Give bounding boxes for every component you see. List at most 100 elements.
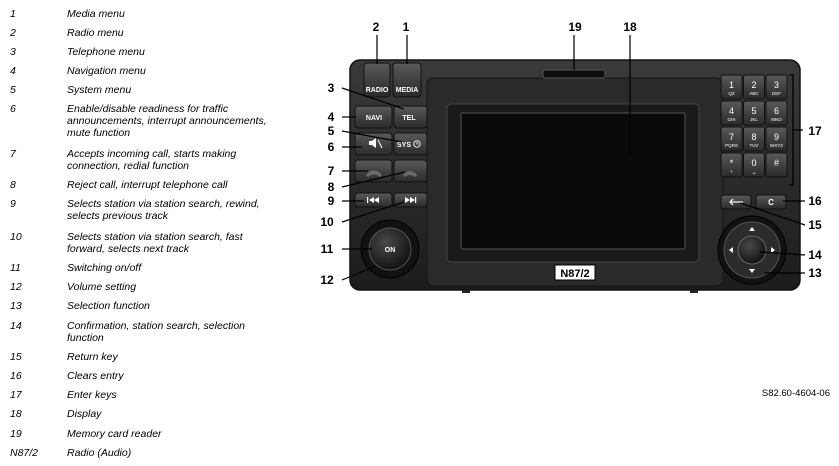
callout-13: 13 [808,266,822,280]
sys-button-label: SYS [397,142,411,149]
keypad-key-digit: 8 [751,132,756,142]
keypad-key-digit: 6 [774,106,779,116]
media-button[interactable]: MEDIA [392,62,422,98]
figure-code: S82.60-4604-06 [761,388,830,399]
legend-number: 16 [10,370,22,382]
arrow-right-icon [771,247,775,253]
keypad-key-digit: * [730,158,734,168]
keypad-key-digit: 4 [729,106,734,116]
keypad-key-letters: ABC [749,91,759,96]
navi-button[interactable]: NAVI [354,105,393,129]
legend-text: Telephone menu [67,46,145,58]
legend-text: Radio (Audio) [67,447,132,459]
legend-number: 17 [10,389,22,401]
phone-accept-button[interactable] [354,159,393,183]
rewind-button[interactable] [354,192,393,208]
keypad-key-letters: PQRS [725,143,738,148]
keypad-key-digit: 7 [729,132,734,142]
keypad-key-letters: DEF [772,91,781,96]
keypad-key-letters: MNO [771,117,782,122]
keypad-key-face [743,126,765,152]
callout-17: 17 [808,124,822,138]
callout-19: 19 [568,20,582,34]
legend-number: 5 [10,84,16,96]
keypad-key-face [743,74,765,100]
housing-foot-left [462,290,470,293]
clear-button-label: C [768,198,774,207]
keypad-key-digit: 3 [774,80,779,90]
sys-button[interactable]: SYS [393,132,428,156]
keypad-key-face [765,126,788,152]
fast-forward-button[interactable] [393,192,428,208]
keypad-key[interactable]: # [765,152,788,178]
radio-button-label: RADIO [366,87,389,94]
legend-number: 12 [10,281,22,293]
keypad-key-face [765,100,788,126]
legend-text: Enter keys [67,389,117,401]
tel-button-label: TEL [402,115,416,122]
callout-18: 18 [623,20,637,34]
legend-number: 8 [10,179,16,191]
on-button-label: ON [385,247,396,254]
radio-button[interactable]: RADIO [363,62,391,98]
callout-3: 3 [328,81,335,95]
callout-12: 12 [320,273,334,287]
legend-text: Selects station via station search, rewi… [67,198,260,222]
callout-10: 10 [320,215,334,229]
legend-number: 4 [10,65,16,77]
legend-text: Selection function [67,300,150,312]
tel-button[interactable]: TEL [393,105,428,129]
callout-14: 14 [808,248,822,262]
confirm-knob[interactable] [737,235,767,265]
keypad-key-digit: 1 [729,80,734,90]
unit-label: N87/2 [560,268,589,280]
arrow-up-icon [749,227,755,231]
keypad-key[interactable]: 1QZ [720,74,743,100]
legend-number: 18 [10,408,22,420]
callout-8: 8 [328,180,335,194]
legend-number: 3 [10,46,16,58]
legend-number: 10 [10,231,22,243]
keypad-key-digit: 0 [751,158,756,168]
legend-text: Radio menu [67,27,124,39]
arrow-down-icon [749,269,755,273]
callout-16: 16 [808,194,822,208]
return-button[interactable] [720,194,752,210]
keypad-key-digit: 5 [751,106,756,116]
callout-9: 9 [328,194,335,208]
keypad-bracket [789,74,803,186]
leader-lines [341,35,806,281]
legend-text: Accepts incoming call, starts making con… [67,148,237,172]
legend-text: Memory card reader [67,428,162,440]
keypad-key-letters: QZ [728,91,735,96]
keypad-key[interactable]: 0␣ [743,152,765,178]
memory-card-slot[interactable] [542,69,606,79]
legend-text: Selects station via station search, fast… [67,231,243,255]
keypad-key[interactable]: *+ [720,152,743,178]
keypad-key-letters: GHI [727,117,735,122]
clear-button[interactable]: C [755,194,787,210]
callout-5: 5 [328,124,335,138]
radio-diagram: RADIO MEDIA NAVI TEL SYS [320,20,822,293]
callout-2: 2 [373,20,380,34]
keypad-key-face [743,100,765,126]
on-off-volume-knob[interactable]: ON [360,219,420,279]
fast-forward-icon [405,197,417,203]
keypad-key-face [765,74,788,100]
return-icon [729,198,743,206]
rewind-icon [367,197,379,203]
legend-text: Clears entry [67,370,124,382]
legend-text: Navigation menu [67,65,146,77]
callout-15: 15 [808,218,822,232]
legend-text: Return key [67,351,118,363]
keypad-key-face [720,100,743,126]
phone-reject-button[interactable] [393,159,428,183]
